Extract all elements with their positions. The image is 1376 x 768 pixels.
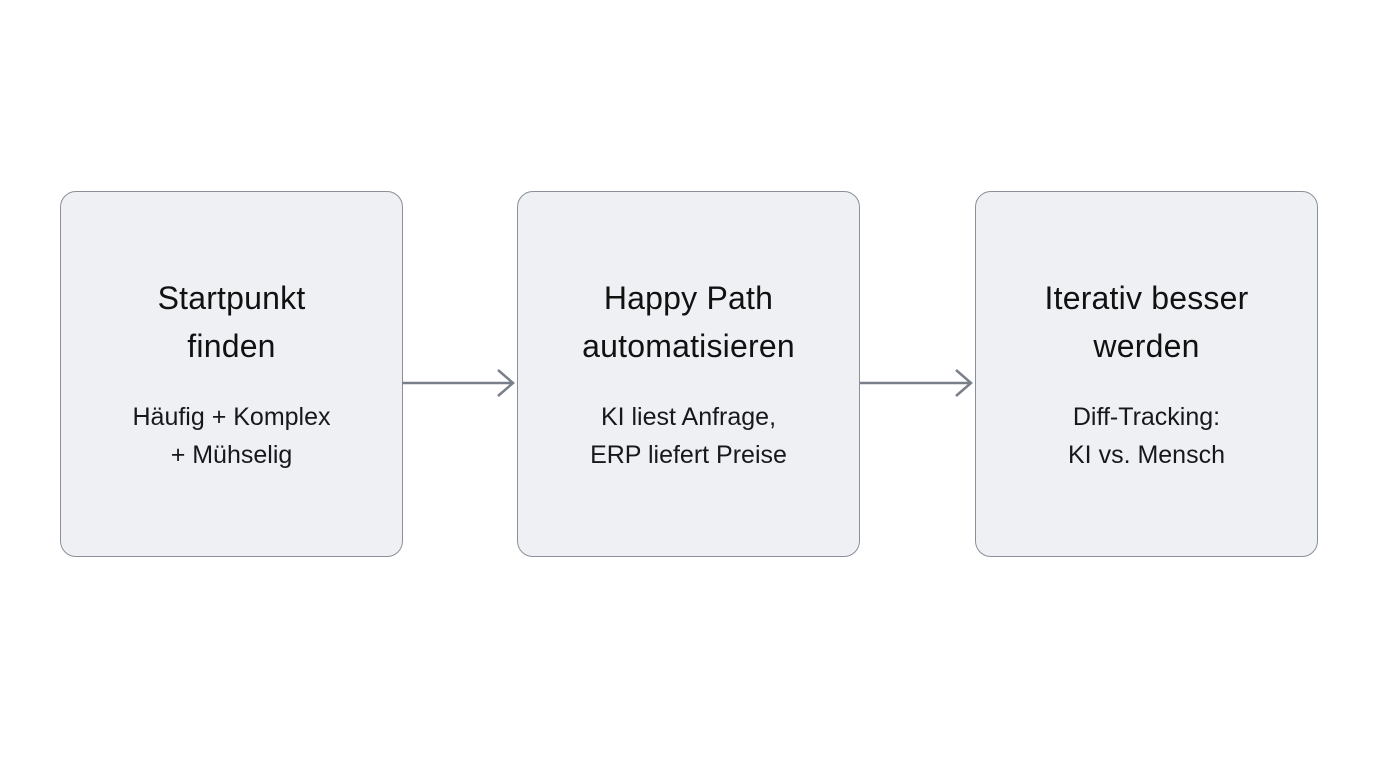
step-box-iterativ-besser-werden: Iterativ besser werden Diff-Tracking: KI… [975,191,1318,557]
step-box-startpunkt-finden: Startpunkt finden Häufig + Komplex + Müh… [60,191,403,557]
step-subtitle: Häufig + Komplex + Mühselig [132,398,330,474]
step-title-line: Iterativ besser [1044,280,1249,316]
arrow-right-icon [402,363,517,403]
step-subtitle: Diff-Tracking: KI vs. Mensch [1068,398,1225,474]
step-box-happy-path-automatisieren: Happy Path automatisieren KI liest Anfra… [517,191,860,557]
step-title: Happy Path automatisieren [582,274,795,370]
step-subtitle: KI liest Anfrage, ERP liefert Preise [590,398,787,474]
step-title: Iterativ besser werden [1045,274,1249,370]
step-title-line: finden [187,328,276,364]
step-subtitle-line: Diff-Tracking: [1072,403,1221,431]
step-title-line: werden [1093,328,1200,364]
step-subtitle-line: KI vs. Mensch [1068,441,1225,469]
step-title-line: Startpunkt [157,280,306,316]
step-title: Startpunkt finden [158,274,306,370]
step-title-line: Happy Path [603,280,774,316]
arrow-right-icon [860,363,975,403]
step-subtitle-line: ERP liefert Preise [590,441,787,469]
step-subtitle-line: Häufig + Komplex [132,403,331,431]
step-subtitle-line: KI liest Anfrage, [600,403,777,431]
step-title-line: automatisieren [582,328,795,364]
step-subtitle-line: + Mühselig [170,441,293,469]
